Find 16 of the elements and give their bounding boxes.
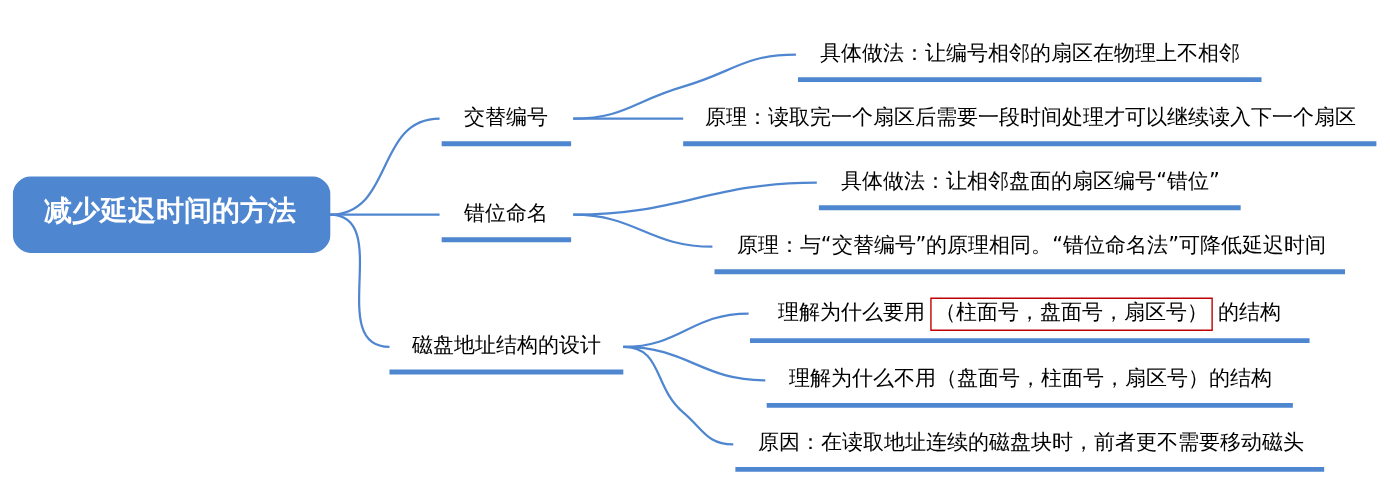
node-text: 错位命名 [463,200,548,225]
connector [573,53,796,120]
node-text: 理解为什么不用（盘面号，柱面号，扇区号）的结构 [788,366,1272,391]
node-text: 原理：与“交替编号”的原理相同。“错位命名法”可降低延迟时间 [736,232,1326,257]
node-text: 原因：在读取地址连续的磁盘块时，前者更不需要移动磁头 [757,430,1304,455]
connector [573,117,684,120]
node-text: 具体做法：让相邻盘面的扇区编号“错位” [841,168,1220,193]
connector [329,117,440,216]
connector [329,213,390,349]
node-text: 原理：读取完一个扇区后需要一段时间处理才可以继续读入下一个扇区 [705,104,1357,129]
node-text: 具体做法：让编号相邻的扇区在物理上不相邻 [820,40,1241,65]
node-text: 磁盘地址结构的设计 [411,332,601,357]
connector [623,345,734,446]
connector [573,213,713,248]
node-text: 交替编号 [463,104,548,129]
node-box: 减少延迟时间的方法 [12,176,331,253]
